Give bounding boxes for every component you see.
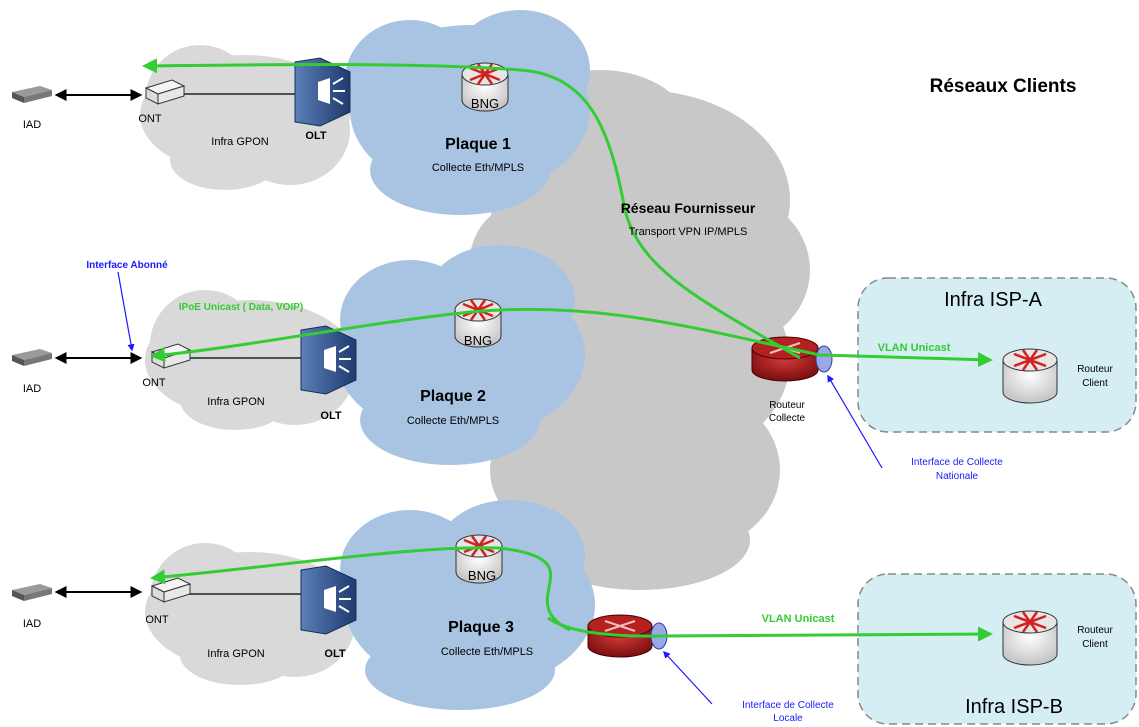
plaque-2-name: Plaque 2 [420,388,486,405]
routeur-client-a-icon [1002,348,1058,404]
vlan-unicast-b-label: VLAN Unicast [762,613,835,625]
olt-label: OLT [324,648,345,660]
olt-device-icon [300,565,357,635]
ont-label: ONT [142,377,166,389]
isp-a-name: Infra ISP-A [944,289,1042,311]
plaque-3-sub: Collecte Eth/MPLS [441,646,533,658]
olt-device-icon [300,325,357,395]
olt-label: OLT [320,410,341,422]
plaque-3-name: Plaque 3 [448,619,514,636]
isp-b-router-label-1: Routeur [1077,625,1113,636]
isp-b-box [857,573,1137,725]
gpon-label: Infra GPON [207,396,265,408]
bng-label: BNG [471,96,499,111]
interface-abonne-arrow [117,271,135,352]
isp-b-router-label-2: Client [1082,639,1108,650]
service-path-1 [142,58,801,360]
routeur-collecte-label-2: Collecte [769,413,806,424]
service-path-3b [547,616,993,642]
iad-device-icon [12,584,52,601]
isp-a-router-label-1: Routeur [1077,364,1113,375]
collecte-nationale-label-1: Interface de Collecte [911,457,1003,468]
bng-label: BNG [468,568,496,583]
plaque-1-sub: Collecte Eth/MPLS [432,162,524,174]
collecte-nationale-arrow [827,374,883,469]
iad-label: IAD [23,383,41,395]
interface-abonne-label: Interface Abonné [86,260,168,271]
provider-name: Réseau Fournisseur [621,200,756,216]
ont-label: ONT [138,113,162,125]
service-path-2 [150,307,993,368]
page-title: Réseaux Clients [930,76,1077,97]
collecte-locale-arrow [663,650,713,705]
bng-label: BNG [464,333,492,348]
bng-router-icon [455,534,503,584]
iad-label: IAD [23,618,41,630]
isp-b-name: Infra ISP-B [965,696,1063,718]
plaque-2-sub: Collecte Eth/MPLS [407,415,499,427]
iad-device-icon [12,86,52,103]
routeur-collecte-label-1: Routeur [769,400,805,411]
iad-label: IAD [23,119,41,131]
ont-device-icon [144,79,186,105]
gpon-label: Infra GPON [211,136,269,148]
service-path-3a [150,546,571,632]
ont-label: ONT [145,614,169,626]
olt-device-icon [294,57,351,127]
provider-sub: Transport VPN IP/MPLS [629,226,748,238]
plaque-cloud-3 [340,500,595,710]
ipoe-label: IPoE Unicast ( Data, VOIP) [179,302,303,313]
plaque-1-name: Plaque 1 [445,136,511,153]
ont-device-icon [150,577,192,603]
gpon-label: Infra GPON [207,648,265,660]
collecte-locale-label-1: Interface de Collecte [742,700,834,711]
routeur-client-b-icon [1002,610,1058,666]
bng-router-icon [461,62,509,112]
collecte-nationale-label-2: Nationale [936,471,979,482]
collecte-locale-label-2: Locale [773,713,803,724]
olt-label: OLT [305,130,326,142]
isp-a-router-label-2: Client [1082,378,1108,389]
vlan-unicast-a-label: VLAN Unicast [878,342,951,354]
iad-device-icon [12,349,52,366]
